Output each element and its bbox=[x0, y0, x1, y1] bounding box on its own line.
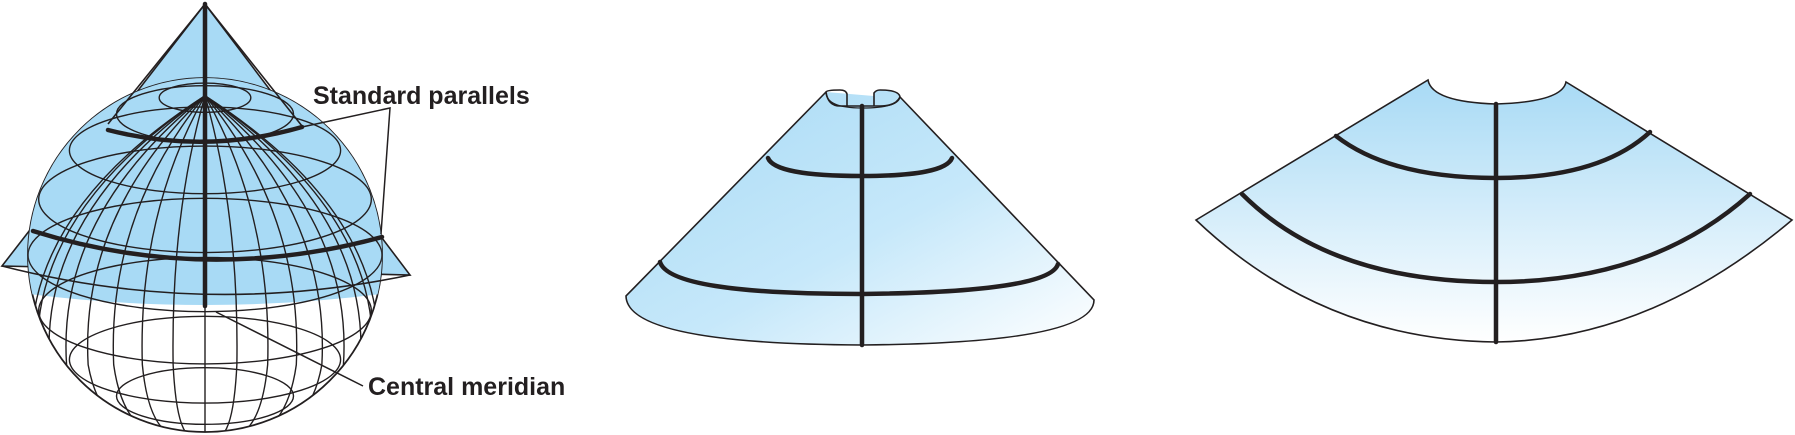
cone-edge-right bbox=[204, 3, 303, 127]
meridian-line bbox=[141, 95, 206, 432]
label-standard-parallels: Standard parallels bbox=[313, 82, 530, 110]
meridian-line bbox=[204, 95, 269, 432]
cone-edge-left bbox=[107, 3, 206, 125]
meridian-line bbox=[172, 95, 206, 432]
meridian-line bbox=[204, 95, 298, 432]
meridian-line bbox=[204, 95, 238, 432]
flattened-cone-map bbox=[1194, 78, 1794, 345]
meridian-line bbox=[112, 95, 206, 432]
globe-with-cone: Standard parallels Central meridian bbox=[0, 1, 565, 433]
cut-cone bbox=[625, 89, 1095, 348]
leader-standard-parallels bbox=[301, 107, 391, 235]
label-central-meridian: Central meridian bbox=[368, 373, 565, 401]
leader-central-meridian bbox=[215, 311, 364, 387]
